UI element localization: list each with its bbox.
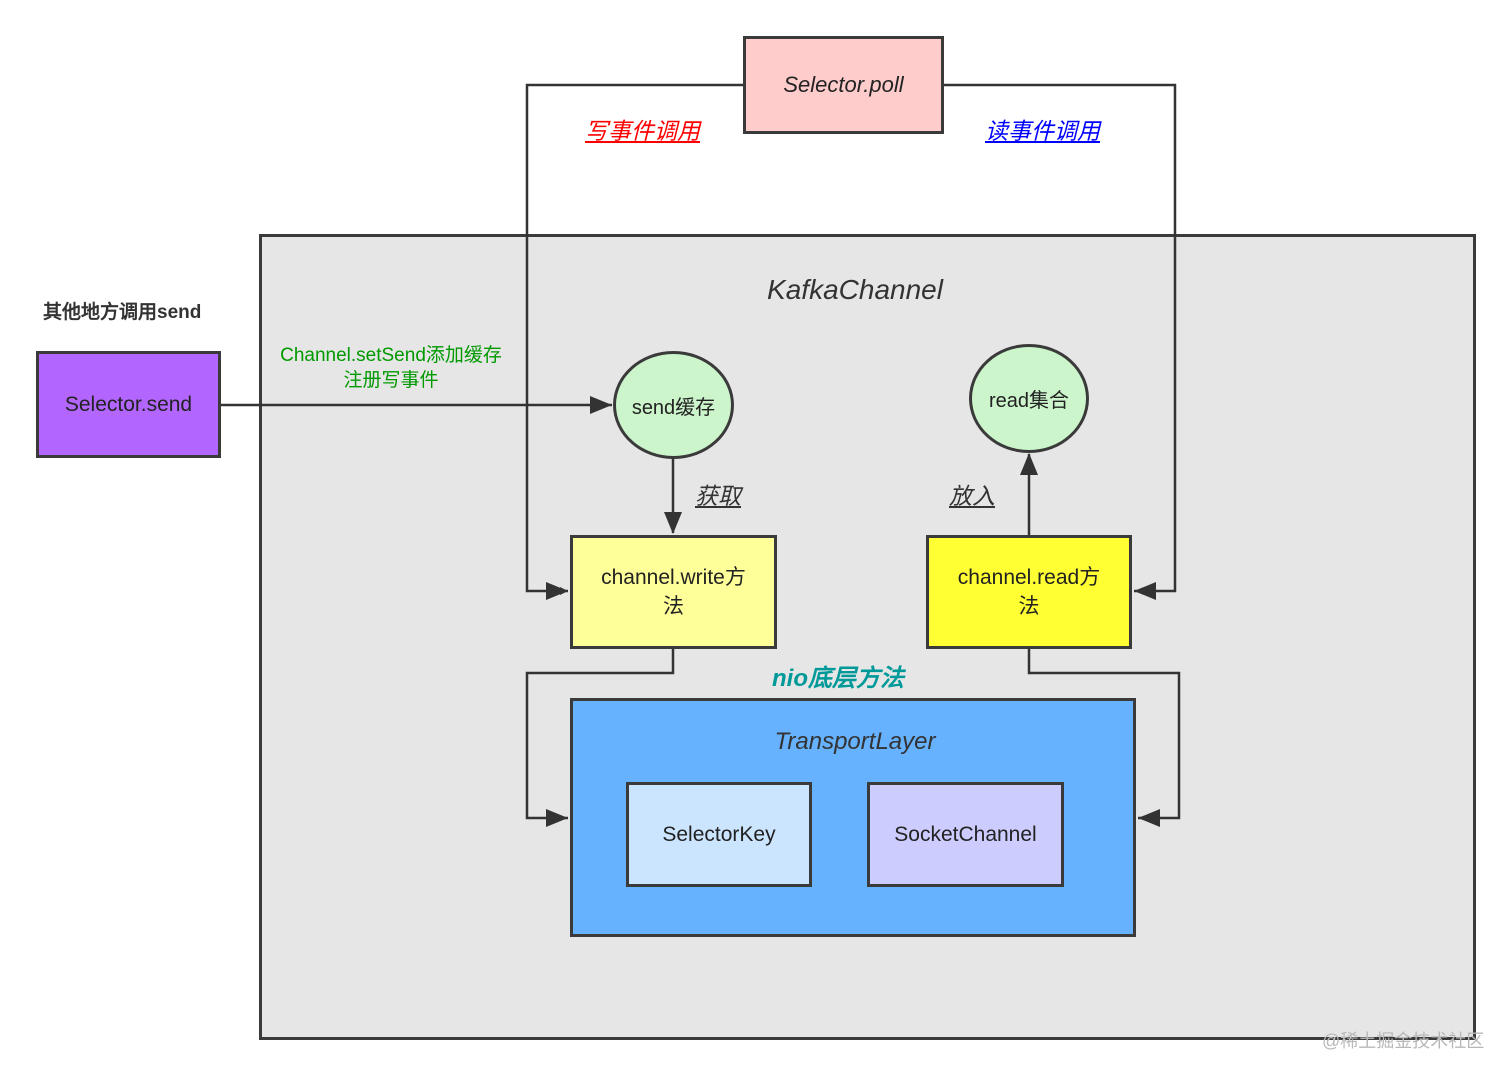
set-send-line1: Channel.setSend添加缓存 [280, 345, 502, 366]
kafka-channel-title: KafkaChannel [767, 274, 943, 305]
nio-label: nio底层方法 [772, 665, 904, 692]
channel-write-box: channel.write方 法 [570, 535, 777, 649]
channel-read-line2: 法 [1018, 595, 1040, 618]
arrowhead-write-nio [546, 809, 568, 827]
set-send-line2: 注册写事件 [343, 370, 439, 391]
arrowhead-put [1020, 453, 1038, 475]
socket-channel-label: SocketChannel [894, 822, 1037, 846]
arrowhead-read-nio [1138, 809, 1160, 827]
selector-poll-box: Selector.poll [743, 36, 944, 134]
channel-write-line2: 法 [663, 595, 684, 618]
selector-send-box: Selector.send [36, 351, 221, 458]
send-buffer-node: send缓存 [613, 351, 734, 459]
read-set-label: read集合 [988, 390, 1070, 412]
selector-send-label: Selector.send [64, 392, 193, 416]
channel-read-box: channel.read方 法 [926, 535, 1132, 649]
transport-layer-title: TransportLayer [774, 728, 936, 755]
selector-poll-label: Selector.poll [783, 72, 904, 97]
write-nio-connector [525, 648, 675, 820]
arrowhead-fetch [664, 512, 682, 534]
socket-channel-box: SocketChannel [867, 782, 1064, 887]
write-call-label: 写事件调用 [585, 118, 700, 144]
read-call-connector [943, 83, 1177, 593]
channel-read-line1: channel.read方 [957, 566, 1101, 589]
send-buffer-label: send缓存 [631, 396, 716, 419]
read-set-node: read集合 [969, 344, 1089, 453]
arrowhead-read-call [1134, 582, 1156, 600]
channel-write-line1: channel.write方 [601, 566, 746, 589]
set-send-label: Channel.setSend添加缓存 注册写事件 [262, 343, 520, 393]
other-send-label: 其他地方调用send [43, 302, 202, 323]
arrowhead-send [590, 396, 612, 414]
arrowhead-write-call [546, 582, 568, 600]
selector-key-box: SelectorKey [626, 782, 812, 887]
read-call-label: 读事件调用 [985, 118, 1100, 144]
write-call-connector [525, 83, 744, 595]
read-nio-connector [1027, 648, 1181, 820]
fetch-label: 获取 [695, 483, 741, 509]
selector-key-label: SelectorKey [662, 822, 776, 846]
put-label: 放入 [949, 483, 995, 509]
watermark: @稀土掘金技术社区 [1322, 1031, 1485, 1051]
